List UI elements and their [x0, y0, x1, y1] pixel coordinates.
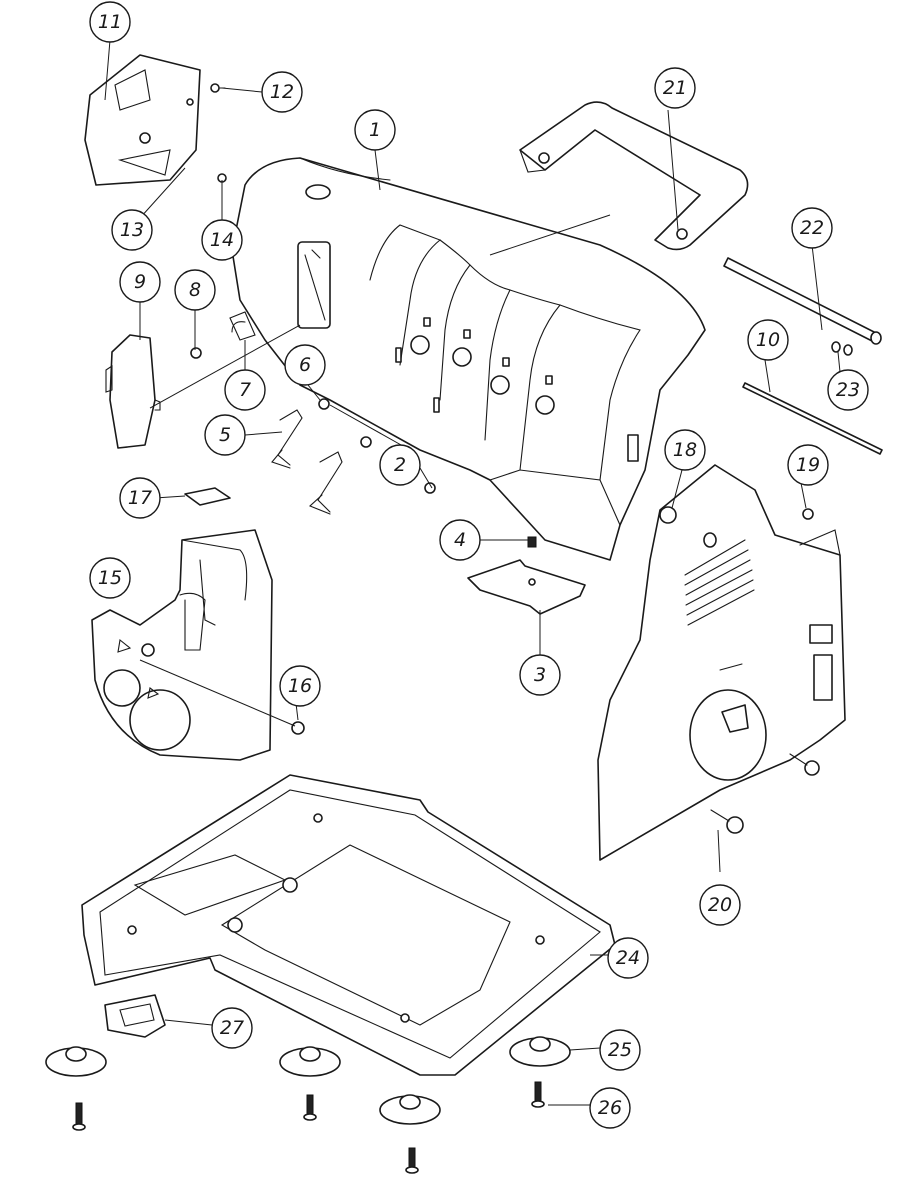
callout-2: 2	[379, 444, 421, 486]
callout-12: 12	[261, 71, 303, 113]
callout-18: 18	[664, 429, 706, 471]
part-side-cover-right	[597, 464, 846, 861]
leader-lines	[104, 39, 841, 1106]
svg-text:10: 10	[756, 329, 780, 351]
svg-text:18: 18	[673, 439, 697, 461]
callout-22: 22	[791, 207, 833, 249]
callout-15: 15	[89, 557, 131, 599]
svg-text:6: 6	[299, 354, 311, 376]
callout-5: 5	[204, 414, 246, 456]
svg-text:17: 17	[128, 487, 152, 509]
svg-text:8: 8	[189, 279, 201, 301]
callout-16: 16	[279, 665, 321, 707]
callout-19: 19	[787, 444, 829, 486]
svg-text:14: 14	[210, 229, 234, 251]
part-thread-guides	[229, 311, 343, 515]
svg-text:22: 22	[800, 217, 824, 239]
rubber-foot-icon	[45, 1036, 571, 1125]
callout-27: 27	[211, 1007, 253, 1049]
svg-text:9: 9	[134, 271, 146, 293]
callout-14: 14	[201, 219, 243, 261]
svg-text:5: 5	[219, 424, 231, 446]
svg-text:15: 15	[98, 567, 122, 589]
callout-6: 6	[284, 344, 326, 386]
callout-8: 8	[174, 269, 216, 311]
svg-text:24: 24	[616, 947, 640, 969]
svg-text:26: 26	[598, 1097, 622, 1119]
svg-text:3: 3	[534, 664, 546, 686]
part-rod	[742, 382, 883, 455]
part-handle	[519, 101, 749, 251]
callout-10: 10	[747, 319, 789, 361]
part-plate	[467, 559, 586, 615]
svg-text:1: 1	[369, 119, 381, 141]
svg-text:11: 11	[98, 11, 122, 33]
callout-11: 11	[89, 1, 131, 43]
svg-text:12: 12	[270, 81, 294, 103]
callout-13: 13	[111, 209, 153, 251]
callout-20: 20	[699, 884, 741, 926]
svg-text:7: 7	[239, 379, 251, 401]
callout-17: 17	[119, 477, 161, 519]
part-base-tray	[81, 774, 616, 1076]
part-label-plate	[184, 487, 231, 506]
callout-9: 9	[119, 261, 161, 303]
svg-text:16: 16	[288, 675, 312, 697]
svg-text:13: 13	[120, 219, 144, 241]
callout-25: 25	[599, 1029, 641, 1071]
callout-24: 24	[607, 937, 649, 979]
svg-text:25: 25	[608, 1039, 632, 1061]
svg-text:20: 20	[708, 894, 732, 916]
callout-4: 4	[439, 519, 481, 561]
part-rings	[831, 341, 853, 356]
svg-text:27: 27	[220, 1017, 244, 1039]
callout-7: 7	[224, 369, 266, 411]
svg-text:2: 2	[394, 454, 406, 476]
callout-26: 26	[589, 1087, 631, 1129]
svg-text:23: 23	[836, 379, 860, 401]
part-cap	[105, 334, 161, 449]
part-pin	[723, 257, 882, 345]
part-front-cover	[231, 157, 706, 561]
callout-3: 3	[519, 654, 561, 696]
part-bracket-11	[84, 54, 201, 186]
callout-23: 23	[827, 369, 869, 411]
callout-21: 21	[654, 67, 696, 109]
svg-text:21: 21	[663, 77, 687, 99]
part-latch	[104, 994, 166, 1038]
callout-1: 1	[354, 109, 396, 151]
svg-text:19: 19	[796, 454, 820, 476]
svg-text:4: 4	[454, 529, 466, 551]
part-side-cover-left	[91, 529, 273, 761]
screw-icon	[72, 83, 820, 1174]
